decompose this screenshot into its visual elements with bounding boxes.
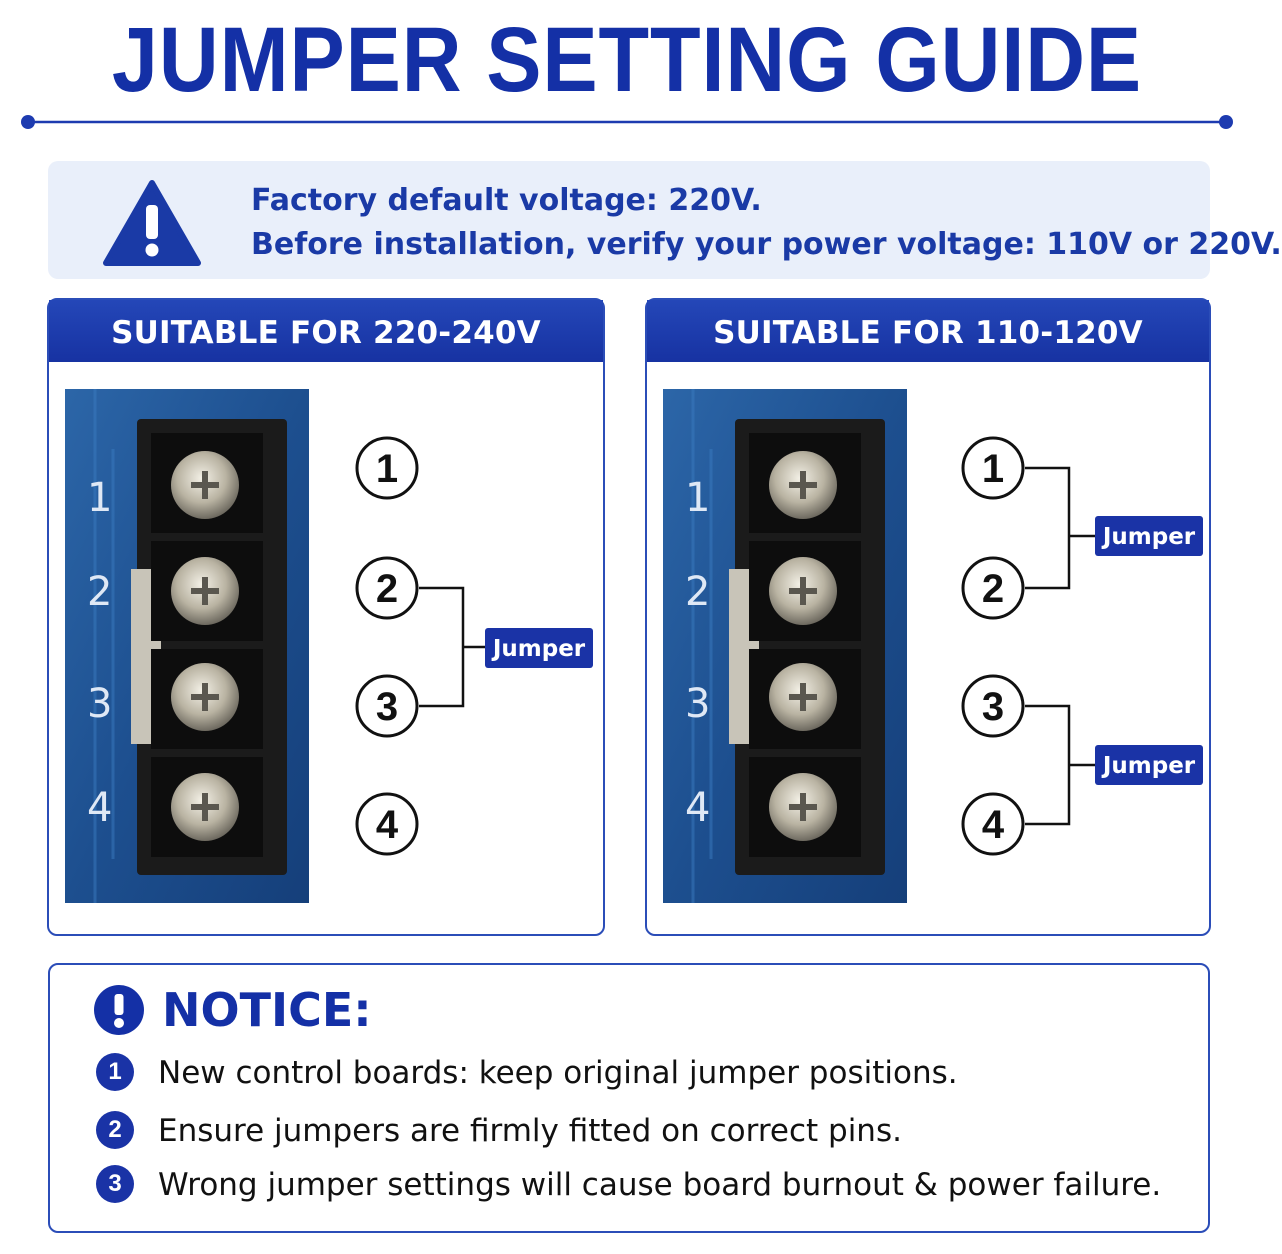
screw-1 xyxy=(151,433,263,533)
board-label-3: 3 xyxy=(87,681,112,727)
notice-text: Ensure jumpers are firmly fitted on corr… xyxy=(158,1113,902,1149)
jumper-tag-3-4: Jumper xyxy=(1095,745,1203,785)
title-divider xyxy=(21,115,1233,129)
screw-terminals xyxy=(151,433,263,857)
board-label-3: 3 xyxy=(685,681,710,727)
board-label-1: 1 xyxy=(87,475,112,521)
svg-text:Jumper: Jumper xyxy=(1101,524,1196,550)
screw-terminals xyxy=(749,433,861,857)
panel-220-240v: SUITABLE FOR 220-240V 1 2 3 4 xyxy=(47,298,605,936)
panel-110-120v: SUITABLE FOR 110-120V 1 2 3 4 xyxy=(645,298,1211,936)
panel-header: SUITABLE FOR 220-240V xyxy=(49,300,603,362)
notice-number-badge: 1 xyxy=(96,1053,134,1091)
svg-text:3: 3 xyxy=(982,685,1004,729)
wiring-diagram-110: 1 2 3 4 Jumper Jumper xyxy=(961,436,1203,856)
board-label-4: 4 xyxy=(87,785,112,831)
svg-text:Jumper: Jumper xyxy=(1101,753,1196,779)
terminal-circle-2: 2 xyxy=(961,556,1025,620)
svg-text:3: 3 xyxy=(376,685,398,729)
notice-text: Wrong jumper settings will cause board b… xyxy=(158,1167,1162,1203)
screw-3 xyxy=(151,649,263,749)
terminal-block-photo: 1 2 3 4 xyxy=(65,389,309,903)
notice-box: NOTICE: 1 New control boards: keep origi… xyxy=(48,963,1210,1233)
board-label-4: 4 xyxy=(685,785,710,831)
screw-4 xyxy=(151,757,263,857)
warning-verify-voltage: Before installation, verify your power v… xyxy=(251,227,1282,262)
wiring-diagram-220: 1 2 3 4 Jumper xyxy=(355,436,593,856)
screw-1 xyxy=(749,433,861,533)
panel-header: SUITABLE FOR 110-120V xyxy=(647,300,1209,362)
notice-number-badge: 2 xyxy=(96,1111,134,1149)
notice-title: NOTICE: xyxy=(162,983,372,1037)
warning-triangle-icon xyxy=(103,180,201,266)
jumper-bracket-2-3 xyxy=(419,586,485,708)
warning-banner: Factory default voltage: 220V. Before in… xyxy=(48,161,1282,279)
svg-text:2: 2 xyxy=(376,567,398,611)
terminal-circle-1: 1 xyxy=(355,436,419,500)
terminal-circle-4: 4 xyxy=(961,792,1025,856)
svg-text:4: 4 xyxy=(376,803,399,847)
jumper-bracket-3-4 xyxy=(1025,704,1095,826)
board-label-2: 2 xyxy=(685,569,710,615)
terminal-circle-1: 1 xyxy=(961,436,1025,500)
board-label-2: 2 xyxy=(87,569,112,615)
jumper-tag-1-2: Jumper xyxy=(1095,516,1203,556)
terminal-circle-3: 3 xyxy=(961,674,1025,738)
terminal-circle-4: 4 xyxy=(355,792,419,856)
board-label-1: 1 xyxy=(685,475,710,521)
terminal-block-photo: 1 2 3 4 xyxy=(663,389,907,903)
jumper-tag: Jumper xyxy=(485,628,593,668)
page-title: JUMPER SETTING GUIDE xyxy=(111,9,1143,111)
board-number-labels: 1 2 3 4 xyxy=(87,475,112,831)
screw-2 xyxy=(151,541,263,641)
board-number-labels: 1 2 3 4 xyxy=(685,475,710,831)
warning-default-voltage: Factory default voltage: 220V. xyxy=(251,183,762,218)
jumper-bracket-1-2 xyxy=(1025,466,1095,590)
svg-text:4: 4 xyxy=(982,803,1005,847)
screw-2 xyxy=(749,541,861,641)
notice-number-badge: 3 xyxy=(96,1165,134,1203)
screw-3 xyxy=(749,649,861,749)
terminal-circle-3: 3 xyxy=(355,674,419,738)
screw-4 xyxy=(749,757,861,857)
svg-text:2: 2 xyxy=(982,567,1004,611)
svg-text:1: 1 xyxy=(982,447,1004,491)
exclamation-circle-icon xyxy=(94,985,144,1035)
terminal-circle-2: 2 xyxy=(355,556,419,620)
svg-text:1: 1 xyxy=(376,447,398,491)
notice-text: New control boards: keep original jumper… xyxy=(158,1055,958,1091)
svg-text:Jumper: Jumper xyxy=(491,636,586,662)
